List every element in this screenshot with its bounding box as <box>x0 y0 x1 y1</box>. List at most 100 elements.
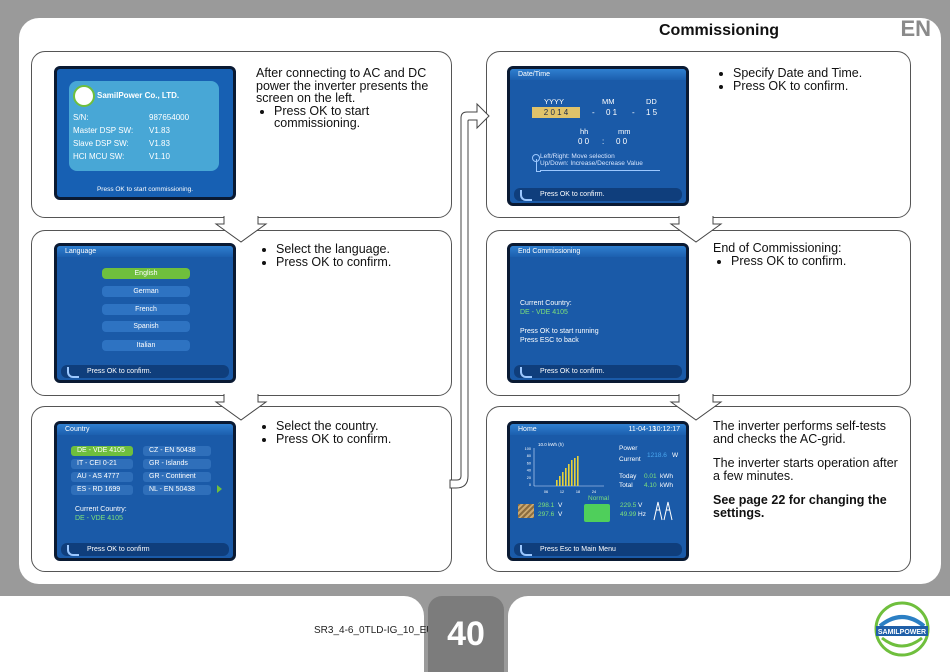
language-option[interactable]: Italian <box>102 340 190 351</box>
current-country-value: DE - VDE 4105 <box>520 309 568 316</box>
today-unit: kWh <box>660 473 673 480</box>
total-label: Total <box>619 482 633 489</box>
y-tick-label: 80 <box>527 454 531 458</box>
chart-label: 10.0 kWh (h) <box>538 442 564 447</box>
hour-label: hh <box>580 127 589 136</box>
screen-language: Language English German French Spanish I… <box>54 243 236 383</box>
screen-title: Date/Time <box>518 71 551 78</box>
screen-footer-text: Press OK to start commissioning. <box>96 186 194 193</box>
screen-datetime: Date/Time YYYY MM DD 2 0 1 4 - 0 1 - 1 5… <box>507 66 689 206</box>
screen-footer: Press OK to confirm. <box>61 365 229 378</box>
chart-bars <box>556 456 579 486</box>
today-value: 0.01 <box>644 473 657 480</box>
screen-country: Country DE - VDE 4105 IT - CEI 0-21 AU -… <box>54 421 236 561</box>
voltage-unit: V <box>558 502 563 509</box>
language-tag: EN <box>900 16 931 41</box>
country-option[interactable]: DE - VDE 4105 <box>71 446 133 456</box>
country-option[interactable]: GR - Islands <box>143 459 211 469</box>
samilpower-logo-icon <box>73 85 95 107</box>
country-option[interactable]: CZ - EN 50438 <box>143 446 211 456</box>
instruction-text: Press ESC to back <box>520 337 579 344</box>
screen-footer: Press Esc to Main Menu <box>514 543 682 556</box>
screen-footer: Press OK to confirm. <box>514 188 682 201</box>
grid-frequency: 49.99 <box>620 511 637 518</box>
connector-arrow-icon <box>449 102 490 489</box>
page: Commissioning EN SamilPower Co., LTD. S/… <box>19 16 941 584</box>
country-option[interactable]: ES - RD 1699 <box>71 485 133 495</box>
step-bullet: Press OK to confirm. <box>276 432 443 446</box>
step-paragraph: The inverter starts operation after a fe… <box>713 456 898 483</box>
step-bullet: Select the country. <box>276 420 443 433</box>
page-number: 40 <box>428 596 504 672</box>
step-box-start: SamilPower Co., LTD. S/N:987654000 Maste… <box>31 51 452 218</box>
language-option[interactable]: German <box>102 286 190 297</box>
x-tick-label: 12 <box>560 490 564 494</box>
date-display: 11-04-13 <box>628 426 656 433</box>
help-divider <box>540 170 660 171</box>
chart-bar <box>571 460 573 486</box>
help-text: Up/Down: Increase/Decrease Value <box>540 160 643 167</box>
down-arrow-icon <box>214 394 268 421</box>
country-option[interactable]: NL - EN 50438 <box>143 485 211 495</box>
step-text: Select the language.Press OK to confirm. <box>258 243 443 268</box>
day-label: DD <box>646 97 657 106</box>
frequency-unit: Hz <box>638 511 646 518</box>
pv1-voltage: 298.1 <box>538 502 555 509</box>
day-field[interactable]: 1 5 <box>646 108 658 117</box>
hour-field[interactable]: 0 0 <box>578 137 590 146</box>
next-page-arrow-icon[interactable] <box>217 485 222 493</box>
language-option[interactable]: English <box>102 268 190 279</box>
y-tick-label: 100 <box>525 447 531 451</box>
step-bullet: Select the language. <box>276 243 443 256</box>
instruction-text: Press OK to start running <box>520 328 599 335</box>
language-option[interactable]: Spanish <box>102 321 190 332</box>
inverter-icon <box>584 504 610 522</box>
year-label: YYYY <box>544 97 565 106</box>
month-field[interactable]: 0 1 <box>606 108 618 117</box>
info-label: Master DSP SW: <box>73 126 134 135</box>
step-bullet: Press OK to confirm. <box>276 255 443 269</box>
total-unit: kWh <box>660 482 673 489</box>
date-separator: - <box>592 108 595 117</box>
step-bullet: Press OK to confirm. <box>733 79 900 93</box>
minute-field[interactable]: 0 0 <box>616 137 628 146</box>
country-option[interactable]: GR - Continent <box>143 472 211 482</box>
power-tower-icon <box>653 501 673 521</box>
samilpower-logo-icon: SAMILPOWER <box>874 601 930 657</box>
current-power-unit: W <box>672 452 679 459</box>
footer-left <box>0 596 424 672</box>
current-country-label: Current Country: <box>520 300 572 307</box>
step-box-language: Language English German French Spanish I… <box>31 230 452 396</box>
country-option[interactable]: IT - CEI 0-21 <box>71 459 133 469</box>
screen-title: End Commissioning <box>510 246 686 257</box>
x-tick-label: 06 <box>544 490 548 494</box>
time-separator: : <box>602 137 605 146</box>
screen-footer: Press OK to confirm. <box>514 365 682 378</box>
info-rows: S/N:987654000 Master DSP SW:V1.83 Slave … <box>73 113 223 165</box>
chart-bar <box>559 476 561 486</box>
flow-arrows <box>214 102 723 489</box>
country-option[interactable]: AU - AS 4777 <box>71 472 133 482</box>
current-label: Current <box>619 456 641 463</box>
info-label: HCI MCU SW: <box>73 152 125 161</box>
chart-bar <box>574 458 576 486</box>
minute-label: mm <box>618 127 631 136</box>
total-value: 4.10 <box>644 482 657 489</box>
step-text: After connecting to AC and DC power the … <box>256 67 441 130</box>
step-text: End of Commissioning: Press OK to confir… <box>713 242 898 267</box>
chart-bar <box>565 468 567 486</box>
x-tick-label: 18 <box>576 490 580 494</box>
y-tick-label: 60 <box>527 461 531 465</box>
ac-voltage: 229.5 <box>620 502 637 509</box>
step-bullet: Press OK to start commissioning. <box>274 104 441 130</box>
brand-name: SamilPower Co., LTD. <box>97 91 180 100</box>
language-option[interactable]: French <box>102 304 190 315</box>
pv2-voltage: 297.6 <box>538 511 555 518</box>
step-intro: End of Commissioning: <box>713 241 842 255</box>
today-label: Today <box>619 473 637 480</box>
document-code: SR3_4-6_0TLD-IG_10_EU <box>314 625 434 636</box>
year-field[interactable]: 2 0 1 4 <box>532 107 580 118</box>
